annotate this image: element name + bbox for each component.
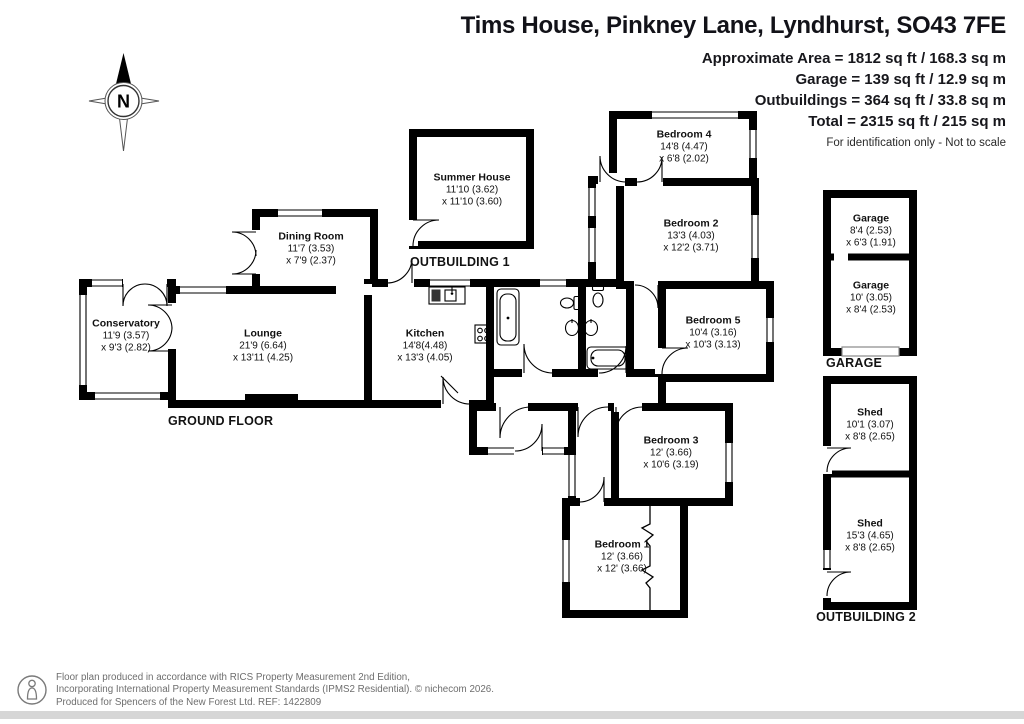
door-conservatory-lounge bbox=[147, 304, 173, 352]
toilet-1 bbox=[559, 295, 581, 311]
window-bedroom2-right bbox=[750, 215, 760, 258]
window-bedroom3-right bbox=[724, 443, 734, 482]
window-conservatory-left bbox=[78, 295, 88, 385]
window-kitchen-top bbox=[430, 278, 470, 288]
section-label-outbuilding-2: OUTBUILDING 2 bbox=[816, 610, 916, 624]
compass-point-north bbox=[115, 53, 132, 88]
garage-vehicle-door bbox=[841, 346, 900, 357]
door-conservatory-french bbox=[122, 283, 168, 307]
windows bbox=[78, 110, 832, 582]
door-entrance-inner bbox=[499, 406, 532, 439]
door-bedroom2 bbox=[636, 156, 663, 183]
window-conservatory-top bbox=[92, 278, 122, 288]
footer-line-2: Incorporating International Property Mea… bbox=[56, 684, 494, 696]
door-inner-hall bbox=[634, 284, 659, 309]
section-label-ground-floor: GROUND FLOOR bbox=[168, 414, 274, 428]
plan-header: Tims House, Pinkney Lane, Lyndhurst, SO4… bbox=[460, 12, 1007, 149]
fireplace-block bbox=[245, 394, 298, 406]
door-bedroom5 bbox=[661, 347, 689, 375]
scale-disclaimer: For identification only - Not to scale bbox=[826, 137, 1006, 149]
door-kitchen-hall bbox=[442, 376, 471, 405]
window-bedroom4-right bbox=[748, 130, 758, 158]
door-bedroom1 bbox=[579, 476, 605, 503]
window-entrance-b bbox=[543, 446, 564, 456]
door-shed1 bbox=[826, 447, 852, 473]
window-bedroom5-right bbox=[765, 318, 775, 342]
door-leaf-corridor bbox=[440, 375, 459, 394]
window-wing-hall-a bbox=[587, 188, 597, 216]
door-bedroom4 bbox=[599, 155, 627, 183]
footer-line-3: Produced for Spencers of the New Forest … bbox=[56, 696, 322, 708]
window-shed2-left bbox=[822, 550, 832, 568]
door-lobby bbox=[577, 406, 609, 438]
toilet-2 bbox=[591, 284, 605, 308]
kitchen-sink bbox=[428, 286, 466, 305]
stove bbox=[474, 324, 492, 344]
bathtub-1 bbox=[496, 288, 520, 346]
section-label-outbuilding-1: OUTBUILDING 1 bbox=[410, 255, 510, 269]
door-dining-garden bbox=[231, 231, 257, 275]
window-wing-hall-b bbox=[587, 228, 597, 262]
window-dining-top bbox=[278, 208, 322, 218]
door-shed2 bbox=[826, 571, 852, 597]
sink-1 bbox=[564, 319, 580, 337]
north-compass-icon: N bbox=[88, 53, 160, 152]
compass-north-label: N bbox=[117, 92, 130, 112]
fixtures bbox=[428, 284, 655, 610]
garage-divider-gap bbox=[834, 251, 848, 263]
bathtub-2 bbox=[586, 346, 630, 370]
nichecom-logo-icon bbox=[17, 675, 47, 705]
footer: Floor plan produced in accordance with R… bbox=[16, 672, 494, 709]
room-outline-corridor bbox=[486, 369, 666, 411]
door-kitchen-rear bbox=[386, 257, 413, 284]
window-bathroom-top bbox=[540, 278, 566, 288]
room-outline-bedroom-4 bbox=[609, 111, 757, 186]
window-bedroom4-top bbox=[652, 110, 738, 120]
door-bedroom3 bbox=[615, 406, 643, 434]
footer-line-1: Floor plan produced in accordance with R… bbox=[56, 672, 410, 683]
garage-area: Garage = 139 sq ft / 12.9 sq m bbox=[795, 71, 1006, 88]
window-conservatory-bottom bbox=[95, 391, 160, 401]
sink-2 bbox=[583, 319, 599, 337]
room-outline-summer-house bbox=[409, 129, 534, 249]
window-entrance-a bbox=[488, 446, 514, 456]
property-title: Tims House, Pinkney Lane, Lyndhurst, SO4… bbox=[460, 12, 1007, 39]
total-area: Total = 2315 sq ft / 215 sq m bbox=[808, 113, 1006, 130]
room-outline-entrance-hall bbox=[469, 403, 576, 455]
window-bedroom1-left bbox=[561, 540, 571, 582]
room-outline-bathroom-1 bbox=[486, 279, 586, 377]
door-front bbox=[514, 423, 543, 452]
room-outline-dining-room bbox=[252, 209, 378, 294]
outbuildings-area: Outbuildings = 364 sq ft / 33.8 sq m bbox=[754, 92, 1006, 109]
approximate-area: Approximate Area = 1812 sq ft / 168.3 sq… bbox=[701, 50, 1006, 67]
window-lounge-top bbox=[180, 285, 226, 295]
door-swings bbox=[122, 155, 852, 597]
door-bathroom1 bbox=[523, 343, 554, 374]
door-summer-house bbox=[412, 219, 440, 247]
section-label-garage: GARAGE bbox=[826, 356, 883, 370]
room-outline-shed-block bbox=[823, 376, 917, 610]
bottom-accent-bar bbox=[0, 711, 1024, 719]
footer-text: Floor plan produced in accordance with R… bbox=[56, 672, 494, 709]
wardrobe-zigzag bbox=[640, 506, 655, 610]
window-lobby-left bbox=[567, 455, 577, 496]
